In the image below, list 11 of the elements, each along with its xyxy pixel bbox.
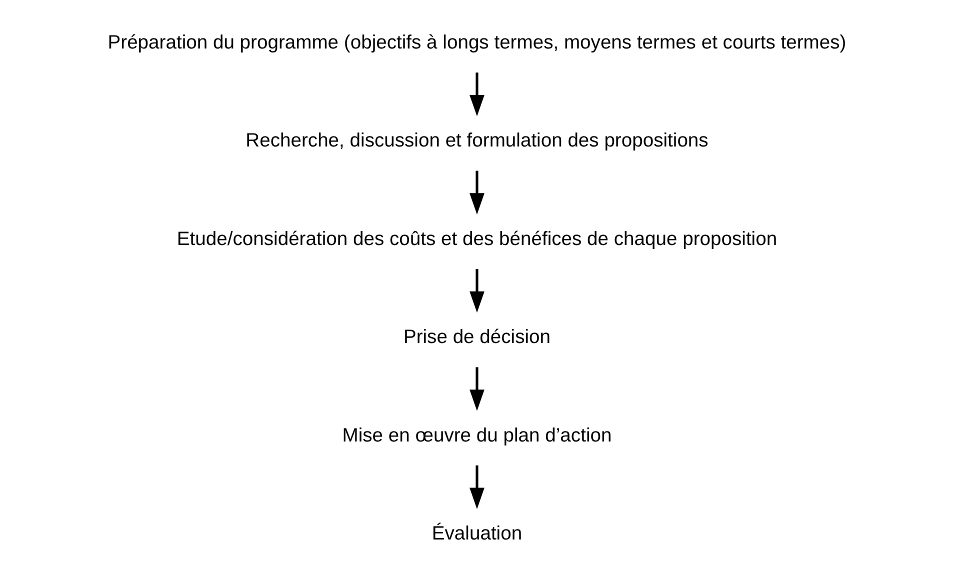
arrow — [469, 367, 484, 411]
node-text: Évaluation — [431, 524, 522, 545]
arrow — [469, 465, 484, 510]
arrow — [469, 72, 484, 116]
arrow — [469, 268, 484, 313]
arrow — [469, 170, 484, 214]
node-text: Recherche, discussion et formulation des propositions — [245, 130, 708, 152]
node-text: Mise en œuvre du plan d’action — [342, 425, 612, 446]
node-text: Etude/considération des coûts et des bénéfices de chaque proposition — [176, 228, 777, 250]
node-text: Prise de décision — [402, 327, 550, 348]
node-text: Préparation du programme (objectifs à longs termes, moyens termes et courts termes) — [107, 32, 846, 54]
